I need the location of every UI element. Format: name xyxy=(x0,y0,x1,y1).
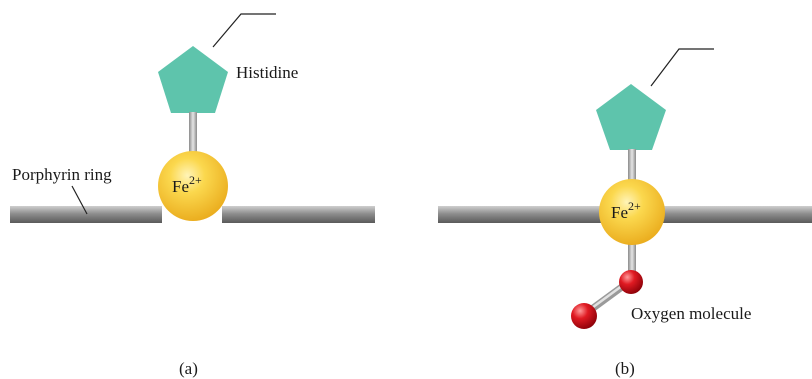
histidine-label: Histidine xyxy=(236,63,298,82)
panel-a: Fe2+ Histidine Porphyrin ring (a) xyxy=(10,13,375,378)
iron-ion-a xyxy=(158,151,228,221)
bond-histidine-fe-b xyxy=(628,149,636,184)
histidine-pentagon-a xyxy=(158,46,228,113)
bond-histidine-fe-a xyxy=(189,112,197,154)
panel-a-caption: (a) xyxy=(179,359,198,378)
histidine-pentagon-b xyxy=(596,84,666,150)
oxygen-atom-1-b xyxy=(619,270,643,294)
iron-ion-label-a: Fe2+ xyxy=(172,173,202,196)
panel-b-caption: (b) xyxy=(615,359,635,378)
iron-ion-label-b: Fe2+ xyxy=(611,199,641,222)
porphyrin-ring-left-a xyxy=(10,206,162,223)
histidine-chain-a xyxy=(212,13,276,48)
histidine-chain-b xyxy=(650,48,714,87)
iron-ion-b xyxy=(599,179,665,245)
porphyrin-ring-label: Porphyrin ring xyxy=(12,165,112,184)
panel-b: Fe2+ Oxygen molecule (b) xyxy=(438,48,812,378)
oxygen-molecule-label: Oxygen molecule xyxy=(631,304,751,323)
oxygen-atom-2-b xyxy=(571,303,597,329)
bond-fe-oxygen-b xyxy=(628,240,636,275)
porphyrin-ring-right-a xyxy=(222,206,375,223)
porphyrin-ring-leader-line xyxy=(71,185,88,215)
